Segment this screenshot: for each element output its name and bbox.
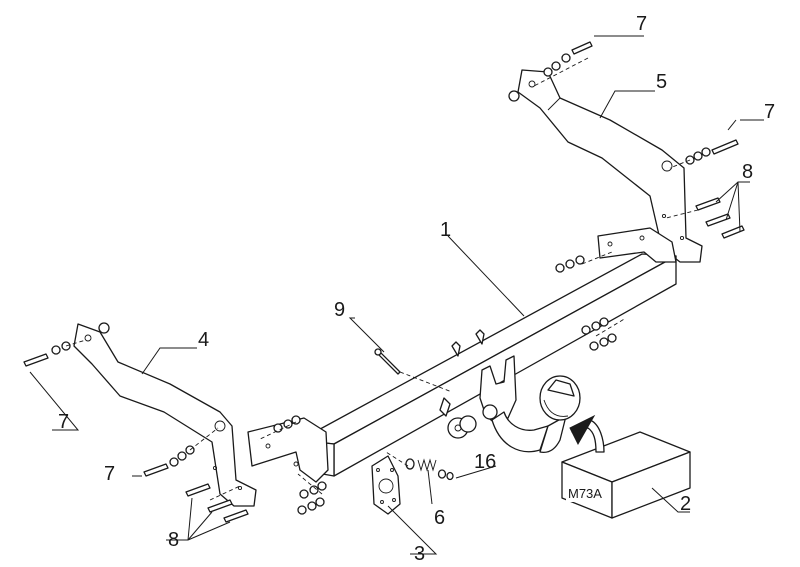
callout-bolt-lower-left: 7: [104, 463, 115, 485]
callout-spring: 6: [434, 507, 445, 529]
callout-left-bracket: 4: [198, 329, 209, 351]
callouts: 1 2 3 4 5 6 7 7 7 7 8 8 9 16: [58, 13, 775, 565]
callout-electrical-kit: 2: [680, 493, 691, 515]
fasteners: [23, 41, 745, 523]
callout-nut: 16: [474, 451, 496, 473]
callout-main-bar: 1: [440, 219, 451, 241]
callout-bolt-right: 7: [764, 101, 775, 123]
towball-neck: [439, 355, 581, 454]
spring: [405, 458, 454, 481]
left-bracket: [73, 323, 257, 507]
callout-pin: 9: [334, 299, 345, 321]
socket-plate: [371, 455, 401, 515]
callout-right-bracket: 5: [656, 71, 667, 93]
leader-lines: [29, 35, 764, 555]
callout-bolt-left: 7: [58, 411, 69, 433]
curved-arrow-icon: [569, 414, 605, 453]
callout-bolt-set-right: 8: [742, 161, 753, 183]
pin: [374, 348, 401, 375]
electrical-kit-box: M73A: [561, 431, 691, 519]
alignment-lines: [65, 57, 699, 501]
callout-bolt-top: 7: [636, 13, 647, 35]
callout-socket-plate: 3: [414, 543, 425, 565]
callout-bolt-set-left: 8: [168, 529, 179, 551]
right-bracket: [517, 69, 703, 263]
kit-box-label: M73A: [568, 486, 602, 501]
